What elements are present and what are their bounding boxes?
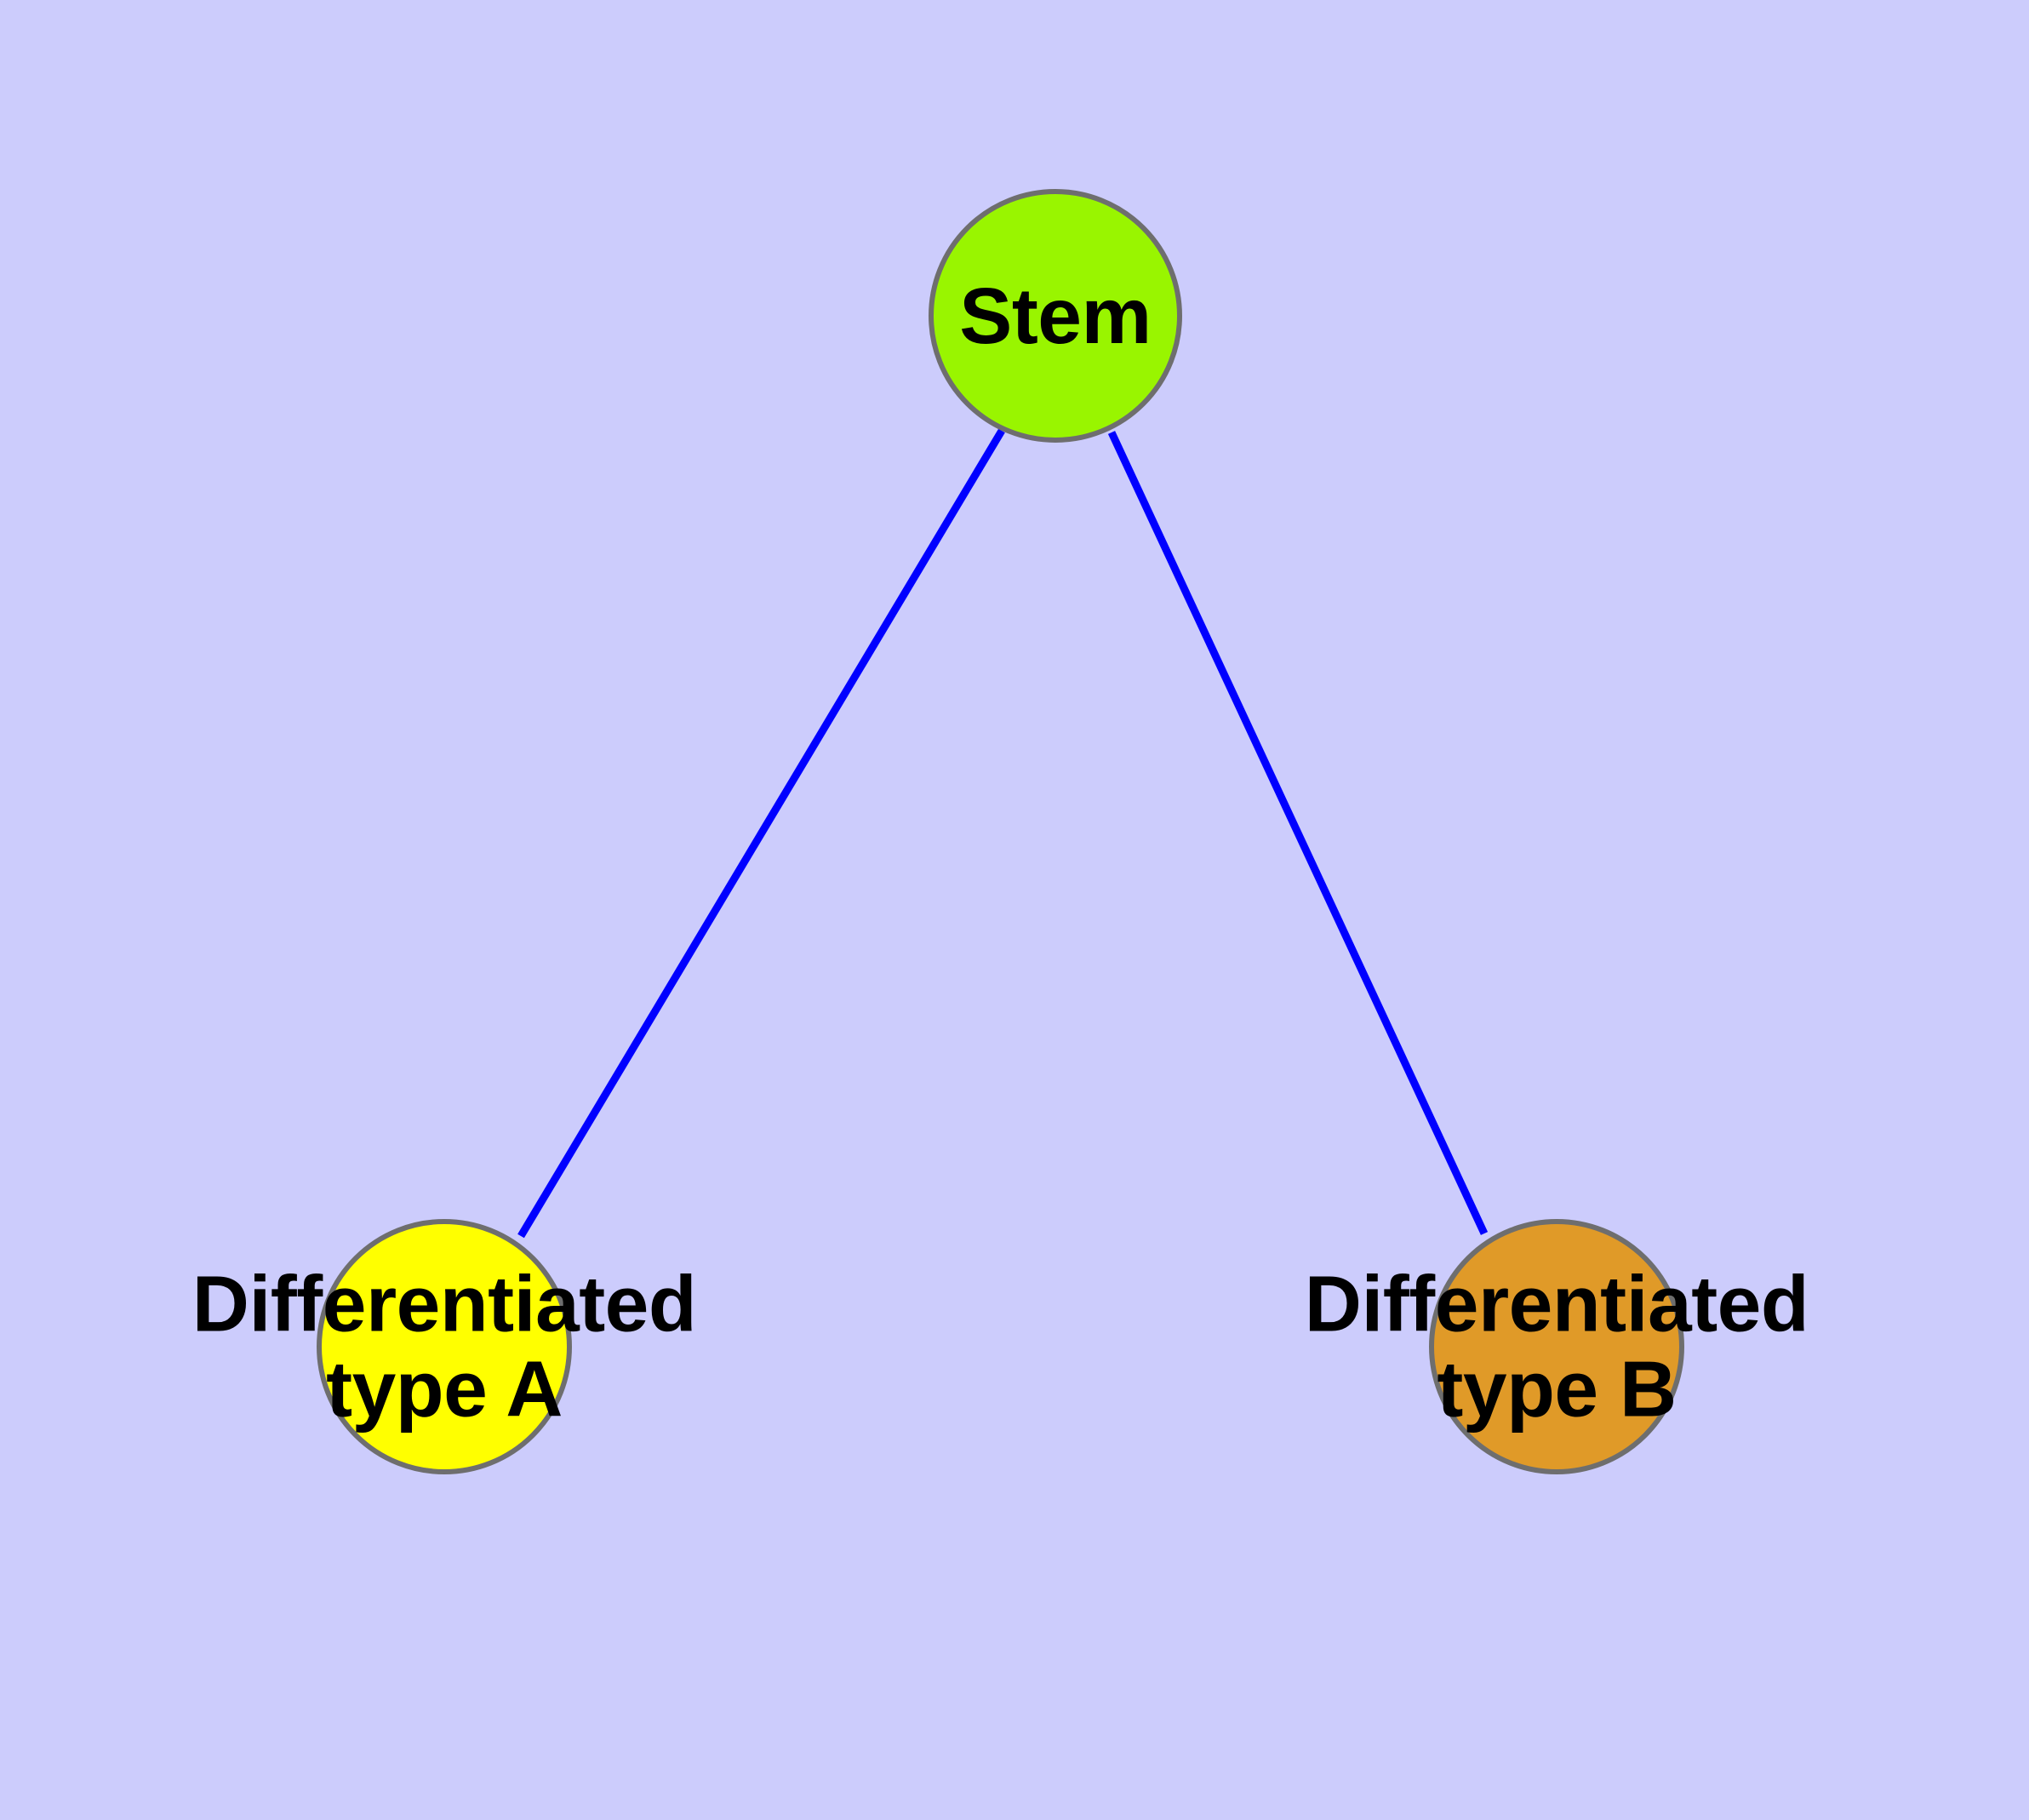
node-differentiated-type-a[interactable]: Differentiated type A [192, 1219, 697, 1474]
edge-stem-to-differentiated-type-a [517, 428, 1005, 1239]
node-stem-label: Stem [959, 271, 1152, 360]
node-stem[interactable]: Stem [929, 189, 1182, 443]
node-differentiated-type-b[interactable]: Differentiated type B [1305, 1219, 1809, 1474]
node-stem-label-line1: Stem [959, 271, 1152, 360]
edge-stem-to-differentiated-type-b [1107, 431, 1489, 1235]
